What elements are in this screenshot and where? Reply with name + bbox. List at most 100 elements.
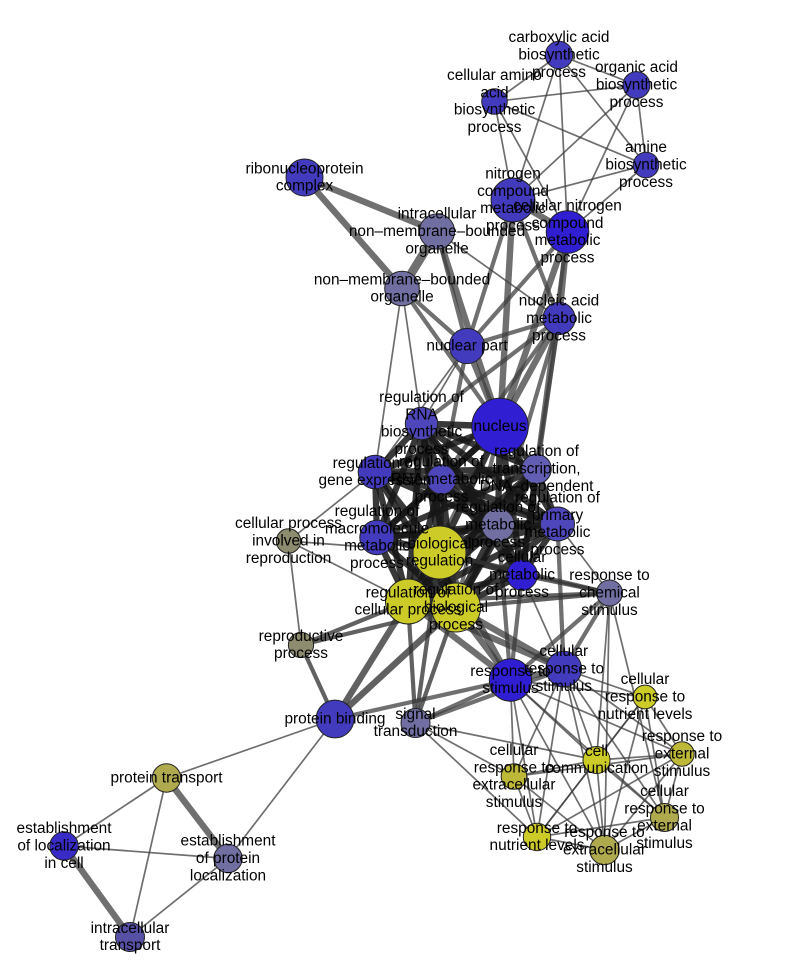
svg-text:localization: localization <box>190 867 266 884</box>
svg-text:response to: response to <box>624 800 704 817</box>
svg-text:cellular nitrogen: cellular nitrogen <box>513 197 622 214</box>
svg-text:response to: response to <box>564 824 644 841</box>
svg-text:nutrient levels: nutrient levels <box>490 837 585 854</box>
svg-text:regulation of: regulation of <box>414 582 499 599</box>
svg-text:process: process <box>468 119 522 136</box>
svg-text:metabolic: metabolic <box>480 200 546 217</box>
svg-text:cell: cell <box>585 743 608 760</box>
svg-text:cellular: cellular <box>539 643 588 660</box>
svg-text:nucleus: nucleus <box>473 418 526 435</box>
svg-text:DNA–dependent: DNA–dependent <box>480 478 595 495</box>
svg-text:stimulus: stimulus <box>576 859 633 876</box>
svg-text:process: process <box>486 218 540 235</box>
svg-text:response to: response to <box>497 820 577 837</box>
svg-text:communication: communication <box>545 760 649 777</box>
svg-text:organelle: organelle <box>405 240 468 257</box>
svg-text:response to: response to <box>642 728 722 745</box>
svg-text:nucleic acid: nucleic acid <box>519 293 599 310</box>
svg-text:reproduction: reproduction <box>246 550 332 567</box>
svg-text:transport: transport <box>100 937 161 954</box>
svg-text:macromolecule: macromolecule <box>325 520 429 537</box>
svg-text:metabolic: metabolic <box>535 232 601 249</box>
svg-text:stimulus: stimulus <box>636 835 693 852</box>
svg-text:nitrogen: nitrogen <box>485 165 541 182</box>
svg-text:stimulus: stimulus <box>581 602 638 619</box>
svg-text:cellular: cellular <box>498 549 547 566</box>
svg-text:biosynthetic: biosynthetic <box>454 102 536 119</box>
svg-text:response to: response to <box>474 759 554 776</box>
svg-text:process: process <box>541 250 595 267</box>
svg-text:response to: response to <box>605 689 685 706</box>
svg-text:of localization: of localization <box>17 838 110 855</box>
svg-text:process: process <box>495 584 549 601</box>
svg-text:external: external <box>655 746 710 763</box>
svg-text:stimulus: stimulus <box>486 794 543 811</box>
svg-text:non–membrane–bounded: non–membrane–bounded <box>314 271 490 288</box>
svg-text:gene expression: gene expression <box>319 472 432 489</box>
svg-text:compound: compound <box>477 183 549 200</box>
svg-text:regulation of: regulation of <box>494 443 579 460</box>
svg-text:transduction: transduction <box>374 723 458 740</box>
svg-text:cellular amino: cellular amino <box>447 67 542 84</box>
svg-text:acid: acid <box>480 84 508 101</box>
svg-text:metabolic: metabolic <box>465 517 531 534</box>
svg-text:biosynthetic: biosynthetic <box>381 424 463 441</box>
svg-text:response to: response to <box>569 567 649 584</box>
svg-text:signal: signal <box>395 706 435 723</box>
svg-text:biosynthetic: biosynthetic <box>605 157 687 174</box>
svg-text:non–membrane–bounded: non–membrane–bounded <box>349 223 525 240</box>
svg-text:metabolic: metabolic <box>489 567 555 584</box>
svg-text:establishment: establishment <box>17 820 113 837</box>
svg-text:extracellular: extracellular <box>473 777 556 794</box>
svg-text:complex: complex <box>276 178 334 195</box>
svg-text:process: process <box>429 616 483 633</box>
svg-text:process: process <box>532 64 586 81</box>
svg-text:protein binding: protein binding <box>285 711 386 728</box>
svg-text:biosynthetic: biosynthetic <box>596 77 678 94</box>
svg-text:cellular: cellular <box>621 671 670 688</box>
svg-text:regulation: regulation <box>406 553 474 570</box>
svg-text:process: process <box>395 441 449 458</box>
svg-text:cellular: cellular <box>640 783 689 800</box>
svg-text:ribonucleoprotein: ribonucleoprotein <box>245 160 363 177</box>
svg-text:regulation of: regulation of <box>379 389 464 406</box>
svg-text:regulation of: regulation of <box>456 499 541 516</box>
svg-text:organelle: organelle <box>370 289 433 306</box>
svg-text:cellular process: cellular process <box>355 602 462 619</box>
svg-text:reproductive: reproductive <box>259 628 344 645</box>
svg-text:regulation of: regulation of <box>399 454 484 471</box>
svg-text:biological: biological <box>424 599 488 616</box>
svg-text:primary: primary <box>532 507 584 524</box>
svg-text:in cell: in cell <box>44 855 83 872</box>
svg-text:stimulus: stimulus <box>536 678 593 695</box>
svg-text:regulation of: regulation of <box>366 584 451 601</box>
svg-text:involved in: involved in <box>252 533 325 550</box>
svg-text:carboxylic acid: carboxylic acid <box>509 29 610 46</box>
svg-text:compound: compound <box>532 215 604 232</box>
svg-text:protein transport: protein transport <box>110 770 223 787</box>
svg-text:metabolic: metabolic <box>344 538 410 555</box>
svg-text:process: process <box>350 555 404 572</box>
svg-text:stimulus: stimulus <box>654 763 711 780</box>
svg-text:organic acid: organic acid <box>595 59 678 76</box>
svg-text:regulation of: regulation of <box>333 455 418 472</box>
svg-text:nutrient levels: nutrient levels <box>598 706 693 723</box>
svg-text:process: process <box>610 94 664 111</box>
svg-text:establishment: establishment <box>181 833 277 850</box>
svg-text:process: process <box>415 488 469 505</box>
svg-text:response to: response to <box>470 663 550 680</box>
svg-text:nuclear part: nuclear part <box>426 338 508 355</box>
svg-text:stimulus: stimulus <box>482 680 539 697</box>
svg-text:chemical: chemical <box>579 585 640 602</box>
svg-text:transcription,: transcription, <box>492 461 580 478</box>
svg-text:external: external <box>637 818 692 835</box>
svg-text:biological: biological <box>407 535 471 552</box>
svg-text:RNA metabolic: RNA metabolic <box>391 471 493 488</box>
svg-text:amine: amine <box>625 139 667 156</box>
svg-text:intracellular: intracellular <box>91 920 170 937</box>
svg-text:intracellular: intracellular <box>398 206 477 223</box>
svg-text:metabolic: metabolic <box>525 524 591 541</box>
svg-text:of protein: of protein <box>196 850 260 867</box>
svg-text:extracellular: extracellular <box>563 842 646 859</box>
svg-text:cellular process: cellular process <box>235 515 342 532</box>
